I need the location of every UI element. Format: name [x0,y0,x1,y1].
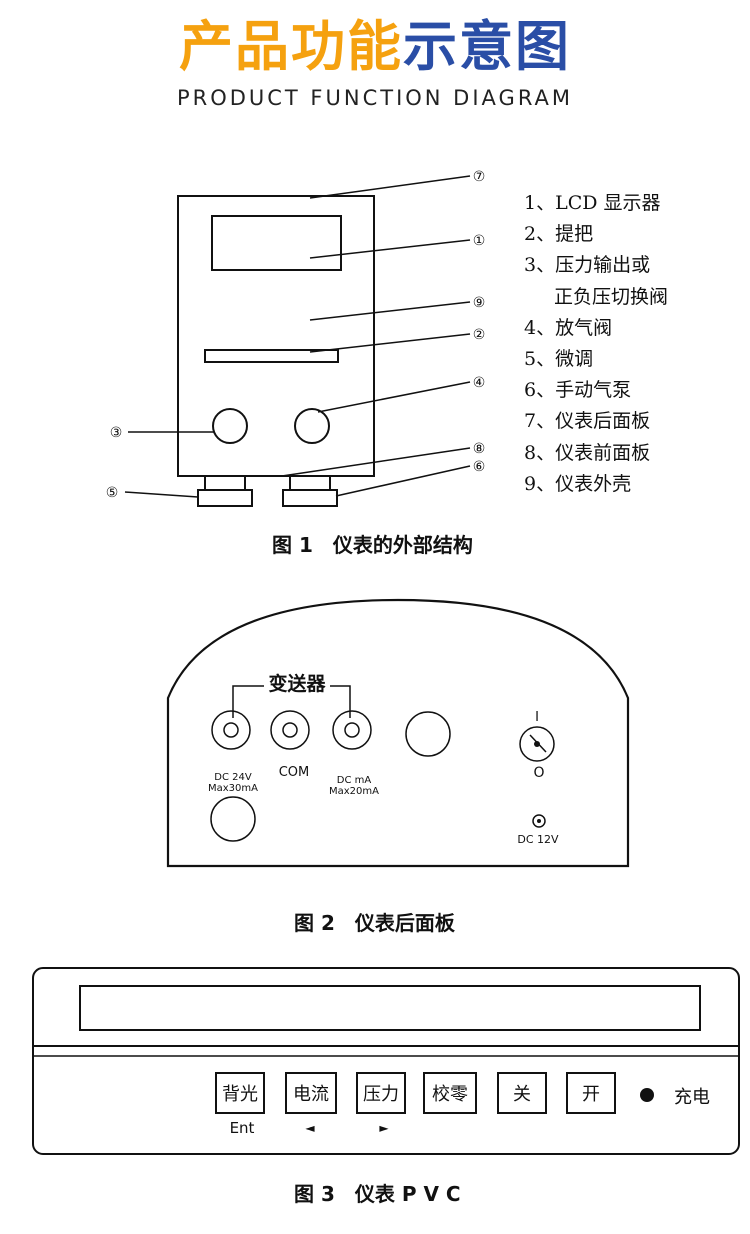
callout-7: ⑦ [473,169,486,185]
zero-button[interactable] [423,1072,477,1114]
legend-item: 8、仪表前面板 [524,441,651,464]
transmitter-label: 变送器 [268,672,326,695]
pressure-button[interactable] [356,1072,406,1114]
callout-3: ③ [110,425,123,441]
fitting-left-base [197,489,253,507]
port1-label-line1: DC 24V [214,772,252,783]
port1-label-line2: Max30mA [208,783,258,794]
off-button[interactable] [497,1072,547,1114]
charge-label: 充电 [674,1087,710,1108]
callout-2: ② [473,327,486,343]
legend-item: 2、提把 [524,223,594,246]
off-label: 关 [513,1084,531,1105]
instrument-body [177,195,375,477]
charge-indicator [640,1088,654,1102]
callout-6: ⑥ [473,459,486,475]
knob-right [294,408,330,444]
page-subtitle: PRODUCT FUNCTION DIAGRAM [176,86,574,110]
rear-hole-lower [210,796,256,842]
rear-panel-outline [166,598,630,868]
legend-item: 3、压力输出或 [524,254,651,277]
legend-item: 9、仪表外壳 [524,472,632,495]
title-part-blue: 示意图 [403,15,571,78]
zero-label: 校零 [432,1084,468,1105]
switch-off-label: O [533,765,544,781]
figure3-diagram: 背光 电流 压力 校零 关 开 充电 Ent ◄ ► [32,967,740,1155]
port-dcma[interactable] [332,710,372,750]
fitting-right [289,475,331,491]
lcd-display [211,215,342,271]
legend-item: 正负压切换阀 [554,285,669,308]
dc12v-label: DC 12V [517,833,559,846]
figure1-caption: 图 1 仪表的外部结构 [272,533,473,557]
figure2-diagram: 变送器 DC 24V Max30mA COM DC mA Max20mA I O… [166,598,630,868]
callout-1: ① [473,233,486,249]
current-button[interactable] [285,1072,337,1114]
right-arrow-icon: ► [379,1121,389,1135]
fitting-left [204,475,246,491]
ent-label: Ent [230,1119,255,1137]
legend-item: 5、微调 [524,348,594,371]
pressure-label: 压力 [363,1084,399,1105]
front-panel-outline [32,967,740,1155]
display-window [79,985,701,1031]
left-arrow-icon: ◄ [305,1121,315,1135]
handle [204,349,339,363]
current-label: 电流 [293,1084,329,1105]
port3-label-line1: DC mA [337,775,372,786]
rear-hole [405,711,451,757]
figure3-caption: 图 3 仪表 P V C [294,1182,461,1206]
dc12v-jack[interactable] [532,814,546,828]
com-label: COM [279,765,310,780]
knob-left [212,408,248,444]
callout-5: ⑤ [106,485,119,501]
legend-item: 6、手动气泵 [524,379,632,402]
page-title: 产品功能示意图 [0,12,750,82]
fitting-right-base [282,489,338,507]
on-label: 开 [582,1084,600,1105]
figure2-caption: 图 2 仪表后面板 [294,911,455,935]
port3-label-line2: Max20mA [329,786,379,797]
title-part-orange: 产品功能 [179,15,403,78]
legend-item: 4、放气阀 [524,316,613,339]
power-switch[interactable] [519,726,555,762]
figure1-diagram: ⑦ ① ⑨ ② ④ ③ ⑧ ⑥ ⑤ [106,169,486,507]
callout-9: ⑨ [473,295,486,311]
port-com[interactable] [270,710,310,750]
switch-on-label: I [535,710,539,725]
on-button[interactable] [566,1072,616,1114]
legend-item: 1、LCD 显示器 [524,192,661,214]
figure1-legend: 1、LCD 显示器 2、提把 3、压力输出或 正负压切换阀 4、放气阀 5、微调… [524,188,668,500]
callout-8: ⑧ [473,441,486,457]
port-dc24v[interactable] [211,710,251,750]
legend-item: 7、仪表后面板 [524,410,651,433]
backlight-label: 背光 [222,1084,258,1105]
backlight-button[interactable] [215,1072,265,1114]
callout-4: ④ [473,375,486,391]
